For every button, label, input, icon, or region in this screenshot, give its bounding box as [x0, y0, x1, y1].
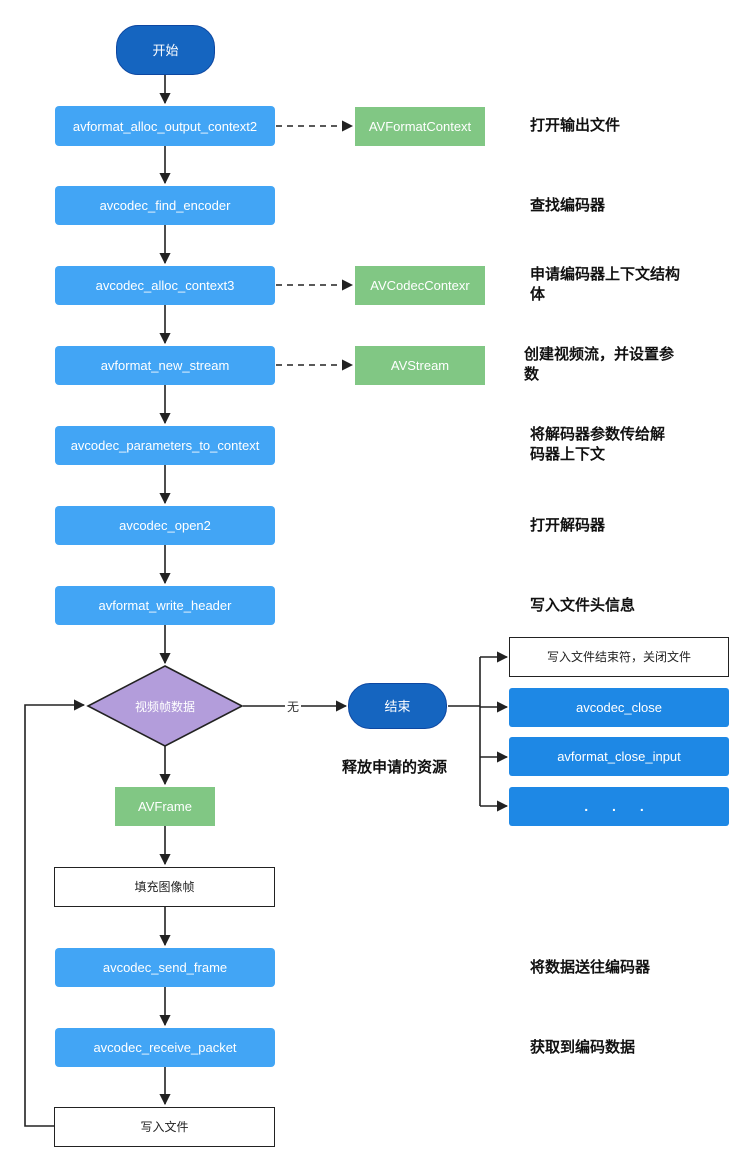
decision-label: 视频帧数据 [134, 699, 195, 714]
release-resources-label: 释放申请的资源 [342, 759, 448, 776]
fill-frame-box: 填充图像帧 [54, 867, 275, 907]
step-label: avcodec_parameters_to_context [70, 438, 260, 453]
decision-diamond [86, 665, 244, 747]
step-label: avcodec_send_frame [102, 960, 228, 975]
side-box-avformatcontext: AVFormatContext [355, 107, 485, 146]
avframe-label: AVFrame [138, 799, 192, 814]
step-avformat-alloc-output-context2: avformat_alloc_output_context2 [55, 106, 275, 146]
side-box-label: AVCodecContexr [370, 278, 470, 293]
start-node: 开始 [116, 25, 215, 75]
note-parameters: 将解码器参数传给解码器上下文 [530, 426, 666, 463]
note-alloc-context: 申请编码器上下文结构体 [530, 266, 681, 303]
note-new-stream: 创建视频流，并设置参数 [524, 346, 675, 383]
step-avcodec-parameters-to-context: avcodec_parameters_to_context [55, 426, 275, 465]
side-box-avcodeccontexr: AVCodecContexr [355, 266, 485, 305]
cleanup-avformat-close-input: avformat_close_input [509, 737, 729, 776]
side-box-avstream: AVStream [355, 346, 485, 385]
step-avcodec-alloc-context3: avcodec_alloc_context3 [55, 266, 275, 305]
note-open-output: 打开输出文件 [530, 117, 621, 134]
decision-no-label: 无 [285, 698, 302, 715]
cleanup-more: . . . [509, 787, 729, 826]
step-label: avformat_new_stream [100, 358, 230, 373]
side-box-label: AVStream [390, 358, 450, 373]
end-label: 结束 [384, 698, 411, 714]
start-label: 开始 [152, 42, 179, 58]
step-avcodec-send-frame: avcodec_send_frame [55, 948, 275, 987]
note-send-to-encoder: 将数据送往编码器 [530, 959, 651, 976]
fill-frame-label: 填充图像帧 [134, 879, 195, 894]
step-label: avcodec_receive_packet [93, 1040, 237, 1055]
note-open-decoder: 打开解码器 [530, 517, 606, 534]
note-get-encoded-data: 获取到编码数据 [530, 1039, 636, 1056]
cleanup-write-trailer: 写入文件结束符，关闭文件 [509, 637, 729, 677]
step-avformat-write-header: avformat_write_header [55, 586, 275, 625]
step-label: avcodec_open2 [119, 518, 211, 533]
arrow-loop-back [24, 699, 86, 1127]
avframe-box: AVFrame [115, 787, 215, 826]
note-find-encoder: 查找编码器 [530, 197, 606, 214]
step-avformat-new-stream: avformat_new_stream [55, 346, 275, 385]
cleanup-ellipsis: . . . [584, 798, 654, 814]
step-label: avformat_alloc_output_context2 [72, 118, 258, 134]
cleanup-label: 写入文件结束符，关闭文件 [546, 649, 691, 664]
write-file-label: 写入文件 [140, 1119, 189, 1134]
step-label: avcodec_find_encoder [99, 198, 231, 213]
step-avcodec-open2: avcodec_open2 [55, 506, 275, 545]
end-node: 结束 [348, 683, 447, 729]
step-avcodec-receive-packet: avcodec_receive_packet [55, 1028, 275, 1067]
cleanup-label: avformat_close_input [557, 749, 681, 764]
note-write-header: 写入文件头信息 [530, 597, 636, 614]
cleanup-avcodec-close: avcodec_close [509, 688, 729, 727]
write-file-box: 写入文件 [54, 1107, 275, 1147]
step-label: avformat_write_header [98, 598, 232, 613]
side-box-label: AVFormatContext [368, 119, 472, 134]
step-label: avcodec_alloc_context3 [95, 278, 235, 293]
cleanup-label: avcodec_close [576, 700, 662, 715]
step-avcodec-find-encoder: avcodec_find_encoder [55, 186, 275, 225]
